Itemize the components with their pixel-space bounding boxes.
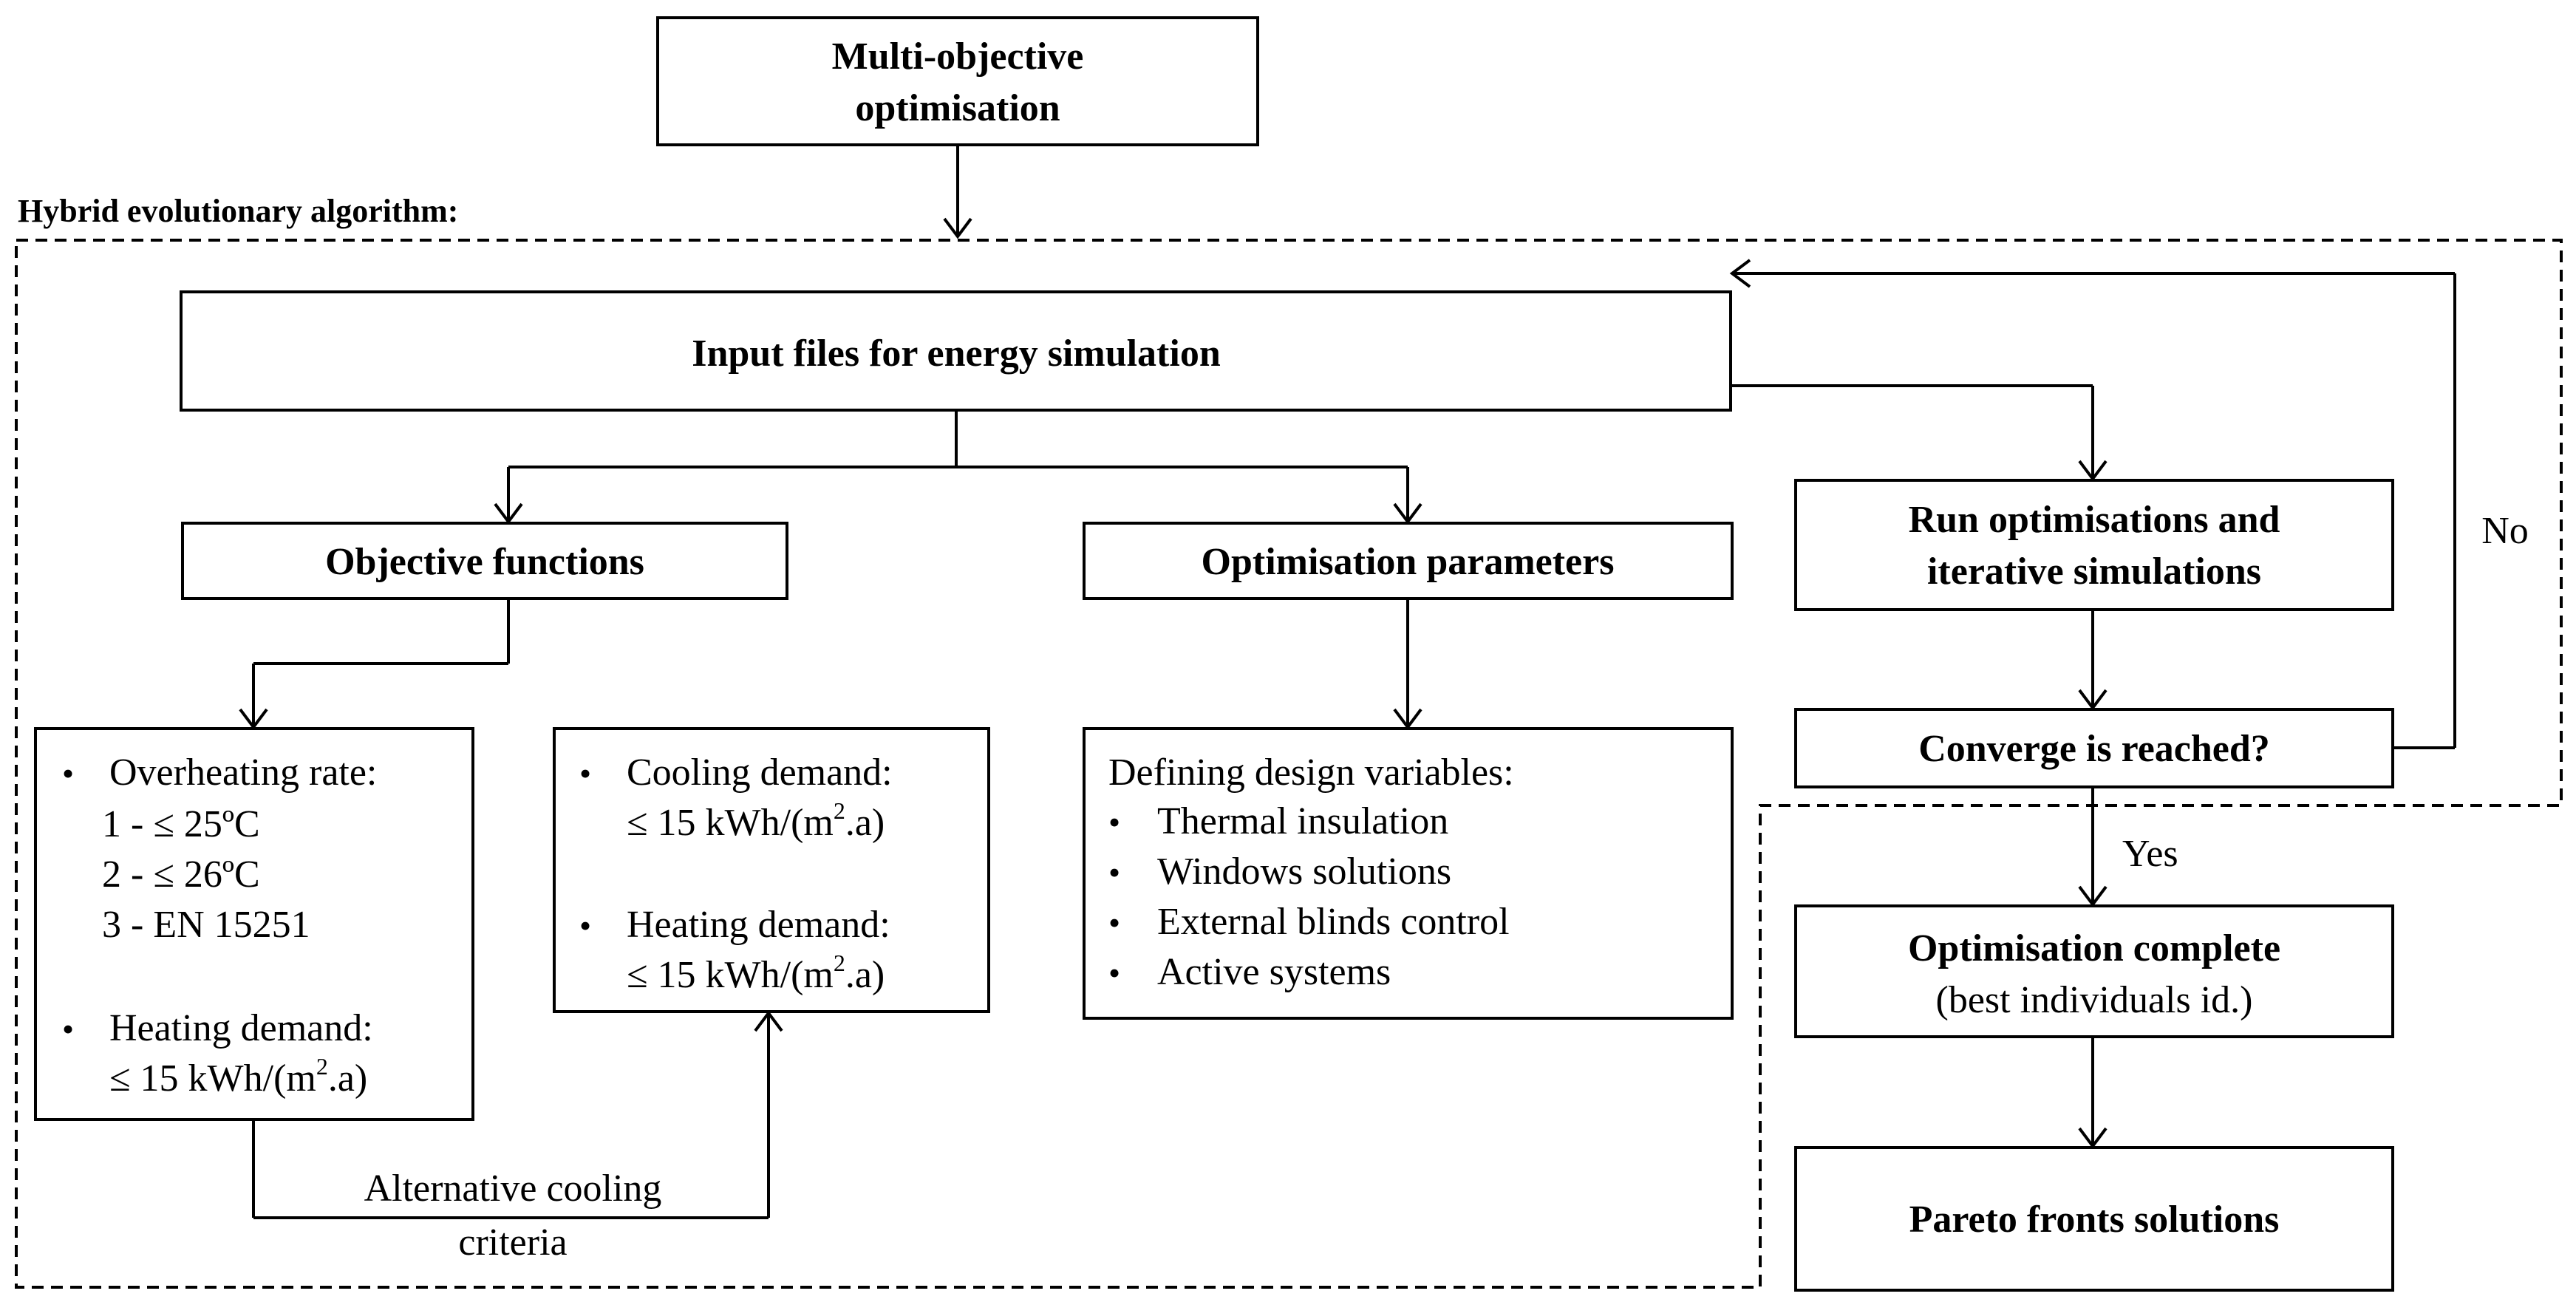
run-optimisations-label-line1: Run optimisations and [1909,499,2280,541]
cooling-criteria-box [553,727,990,1013]
design-item-windows-solutions: Windows solutions [1157,851,1451,893]
cooling-demand-value: ≤ 15 kWh/(m2.a) [627,797,885,844]
overheating-rate-label: Overheating rate: [109,751,377,794]
multi-objective-label-line1: Multi-objective [832,35,1084,78]
overheating-item-3: 3 - EN 15251 [102,904,310,946]
alternative-cooling-label-line2: criteria [458,1221,567,1264]
input-files-box [180,290,1732,412]
converge-label: Converge is reached? [1918,728,2270,770]
objective-functions-box [181,522,788,600]
hybrid-algorithm-container [15,239,2563,1289]
cooling-heating-label: Heating demand: [627,904,890,946]
pareto-label: Pareto fronts solutions [1909,1199,2280,1241]
no-label: No [2481,510,2529,552]
design-item-thermal-insulation: Thermal insulation [1157,800,1448,842]
optimisation-parameters-label: Optimisation parameters [1202,541,1615,583]
optimisation-complete-label: Optimisation complete [1908,927,2280,969]
heating-demand-value: ≤ 15 kWh/(m2.a) [109,1053,367,1100]
input-files-label: Input files for energy simulation [692,333,1221,375]
heating-demand-label: Heating demand: [109,1007,373,1049]
best-individuals-label: (best individuals id.) [1936,979,2253,1021]
converge-decision-box [1794,708,2394,788]
overheating-item-1: 1 - ≤ 25ºC [102,803,260,845]
yes-label: Yes [2122,833,2178,875]
cooling-heating-value: ≤ 15 kWh/(m2.a) [627,950,885,996]
cooling-demand-label: Cooling demand: [627,751,893,794]
design-bullet-2: • [1108,853,1120,891]
design-bullet-1: • [1108,803,1120,841]
cooling-demand-bullet: • [579,754,591,792]
optimisation-complete-box [1794,904,2394,1038]
design-bullet-3: • [1108,904,1120,941]
design-variables-box [1083,727,1734,1020]
pareto-solutions-box [1794,1146,2394,1292]
overheating-item-2: 2 - ≤ 26ºC [102,853,260,896]
optimisation-parameters-box [1083,522,1734,600]
run-optimisations-label-line2: iterative simulations [1927,551,2261,593]
run-optimisations-box [1794,479,2394,611]
hybrid-algorithm-label: Hybrid evolutionary algorithm: [18,193,458,229]
multi-objective-label-line2: optimisation [855,87,1060,129]
design-item-external-blinds: External blinds control [1157,901,1510,943]
cooling-heating-bullet: • [579,907,591,944]
design-bullet-4: • [1108,954,1120,992]
design-variables-heading: Defining design variables: [1108,751,1514,794]
overheating-bullet: • [62,754,74,792]
alternative-cooling-label-line1: Alternative cooling [364,1168,662,1210]
objective-functions-label: Objective functions [325,541,644,583]
heating-demand-bullet: • [62,1010,74,1048]
design-item-active-systems: Active systems [1157,951,1391,993]
